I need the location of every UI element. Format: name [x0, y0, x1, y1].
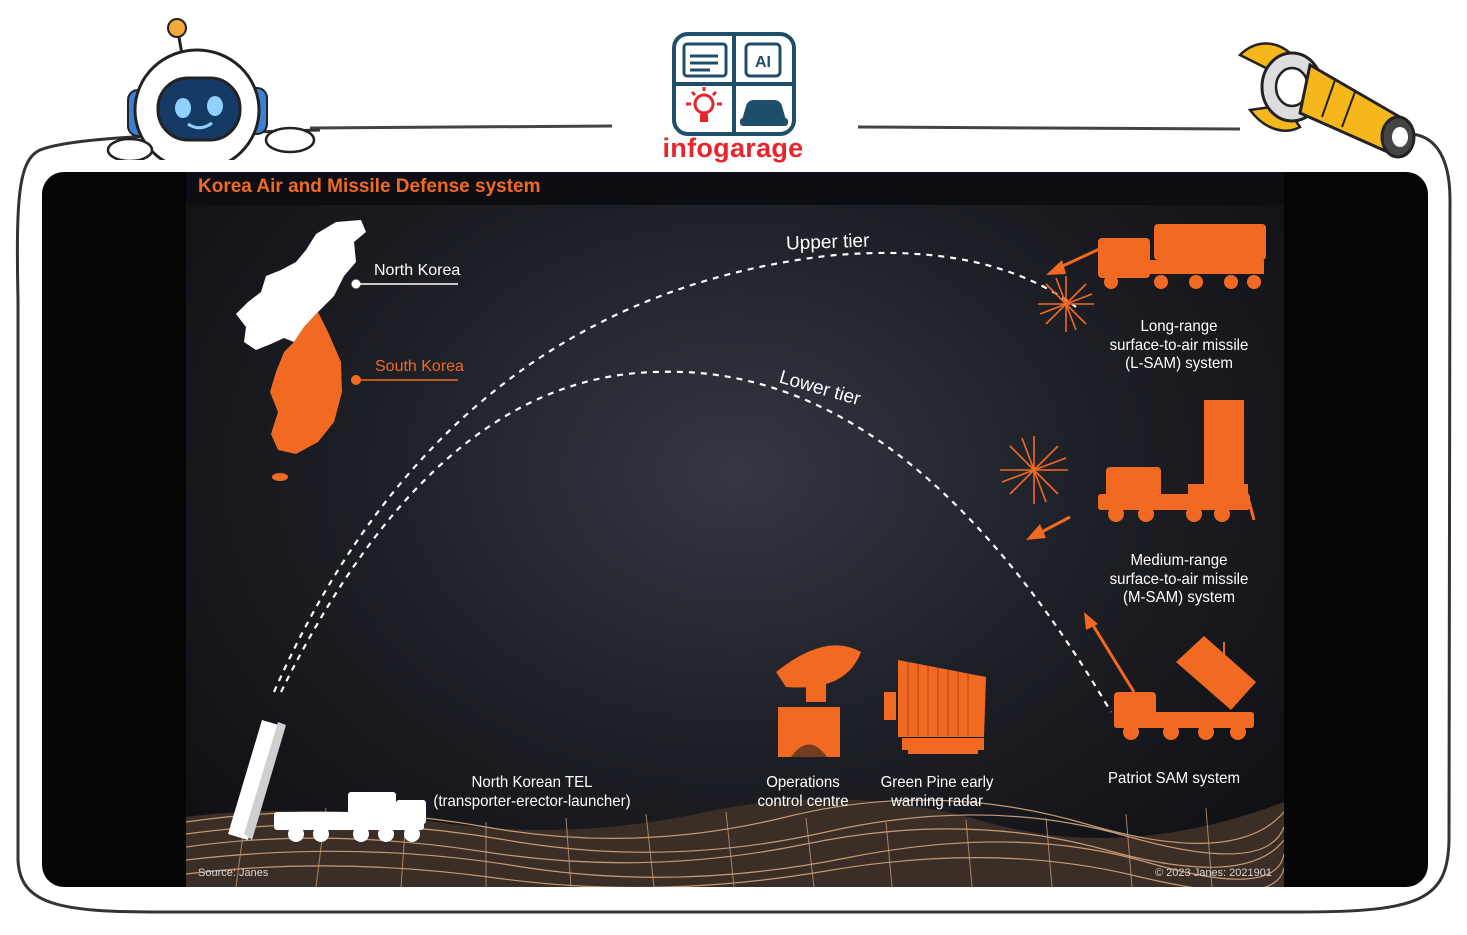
robot-mascot-icon — [106, 18, 316, 160]
green-pine-radar-icon — [884, 660, 986, 754]
infographic-panel: Korea Air and Missile Defense system Nor… — [42, 172, 1428, 887]
patriot-label: Patriot SAM system — [1107, 770, 1241, 787]
upper-tier-label: Upper tier — [785, 230, 870, 255]
patriot-interceptor-arrow — [1089, 621, 1136, 693]
north-korea-shape — [236, 220, 366, 350]
figure-title: Korea Air and Missile Defense system — [198, 176, 541, 197]
brand-grid-icon: AI — [672, 32, 796, 136]
patriot-launcher-icon — [1114, 636, 1256, 740]
msam-label: Medium-range surface-to-air missile (M-S… — [1109, 552, 1249, 606]
south-korea-label: South Korea — [375, 358, 464, 375]
operations-centre-label: Operations control centre — [757, 774, 849, 810]
defense-diagram: Korea Air and Missile Defense system Nor… — [186, 172, 1284, 887]
korea-map — [236, 220, 458, 481]
lower-intercept-burst — [1000, 436, 1068, 504]
upper-intercept-burst — [1038, 276, 1094, 332]
figure-title-bar: Korea Air and Missile Defense system — [186, 172, 1284, 205]
north-korean-tel-icon — [228, 720, 426, 842]
upper-tier-trajectory — [272, 251, 1077, 693]
diagram-canvas — [186, 220, 1284, 887]
operations-centre-icon — [776, 645, 861, 757]
telescope-icon — [1237, 42, 1416, 159]
brand-name: infogarage — [662, 133, 804, 163]
brand-ai-label: AI — [755, 54, 771, 71]
north-korea-label: North Korea — [374, 262, 461, 279]
south-korea-shape — [270, 312, 342, 454]
copyright-note: © 2023 Janes: 2021901 — [1155, 867, 1272, 879]
tel-label: North Korean TEL (transporter-erector-la… — [433, 774, 631, 810]
jeju-island — [272, 473, 288, 481]
lsam-launcher-icon — [1098, 224, 1266, 289]
msam-launcher-icon — [1098, 400, 1256, 522]
green-pine-radar-label: Green Pine early warning radar — [880, 774, 994, 810]
lsam-label: Long-range surface-to-air missile (L-SAM… — [1109, 318, 1249, 372]
source-note: Source: Janes — [198, 867, 269, 879]
lower-tier-trajectory — [280, 370, 1112, 713]
